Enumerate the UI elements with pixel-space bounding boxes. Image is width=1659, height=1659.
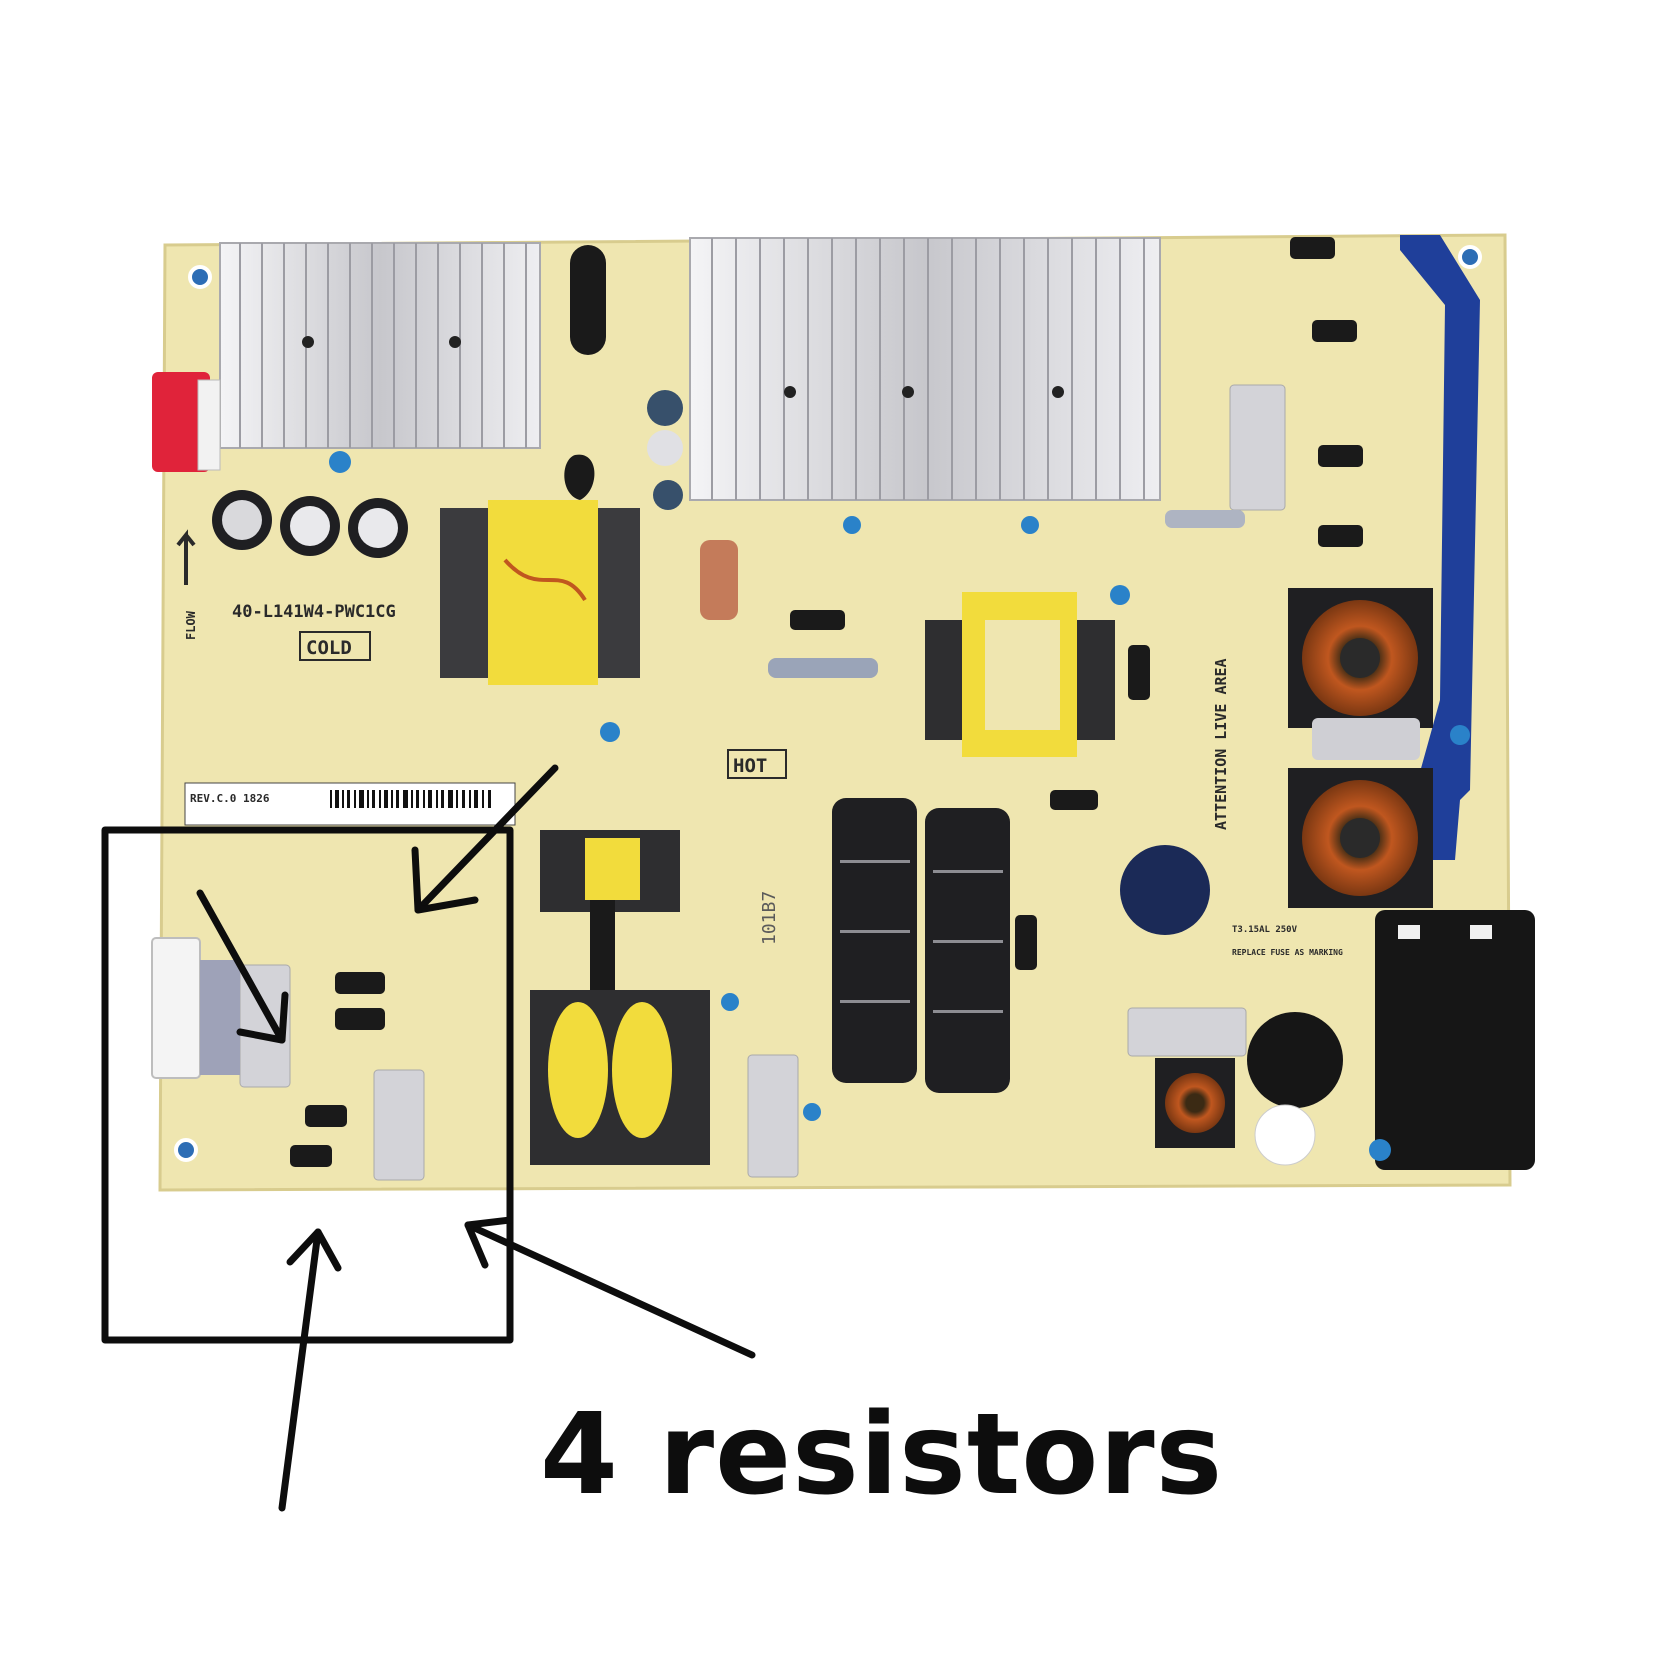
live-area-silkscreen: ATTENTION LIVE AREA	[1212, 658, 1230, 830]
resistors	[700, 510, 1245, 678]
center-transformer	[925, 592, 1115, 757]
flow-silkscreen: FLOW	[184, 610, 198, 640]
bulk-capacitors	[832, 798, 1010, 1093]
center-trace	[590, 900, 615, 990]
heatsink-left	[219, 242, 541, 449]
main-transformer	[440, 500, 640, 685]
common-mode-chokes	[1155, 588, 1433, 1148]
black-clip	[564, 454, 595, 500]
highlight-box	[101, 826, 514, 1344]
thermistor-discs	[1120, 845, 1343, 1166]
red-connector	[152, 372, 221, 472]
cold-silkscreen: COLD	[306, 637, 352, 659]
arrow-from-bottom-right	[464, 1221, 756, 1359]
heatsink-right	[689, 237, 1161, 501]
fuse-silkscreen-1: T3.15AL 250V	[1232, 925, 1298, 935]
ac-inlet	[1375, 910, 1535, 1170]
fuse-silkscreen-2: REPLACE FUSE AS MARKING	[1232, 948, 1343, 957]
arrow-from-top-head-icon	[411, 846, 479, 914]
board-slot	[570, 245, 606, 355]
arrow-bottom-right-head-icon	[464, 1216, 514, 1269]
barcode-sticker	[184, 782, 516, 826]
cold-frame	[299, 631, 371, 661]
annotation-overlay	[101, 764, 756, 1512]
annotation-caption: 4 resistors	[540, 1390, 1224, 1520]
arrow-from-top	[414, 764, 559, 914]
model-silkscreen: 40-L141W4-PWC1CG	[232, 602, 396, 622]
hot-frame	[727, 749, 787, 779]
blue-trace	[1400, 235, 1480, 860]
arrow-diagonal-head-icon	[236, 991, 289, 1044]
white-connector	[151, 937, 240, 1079]
ceramic-capacitors	[329, 451, 1470, 1161]
electrolytic-capacitors-small	[212, 390, 683, 558]
arrow-bottom-left-head-icon	[286, 1228, 342, 1272]
hot-silkscreen: HOT	[733, 755, 767, 777]
flow-arrow-icon	[176, 529, 196, 585]
code-silkscreen: 101B7	[759, 891, 780, 945]
arrow-diagonal-inside	[196, 889, 286, 1044]
rev-silkscreen: REV.C.0 1826	[190, 792, 270, 805]
x-capacitors	[239, 384, 1286, 1181]
lower-transformer	[530, 830, 710, 1165]
arrow-from-bottom-left	[278, 1228, 322, 1512]
diodes	[290, 237, 1363, 1167]
